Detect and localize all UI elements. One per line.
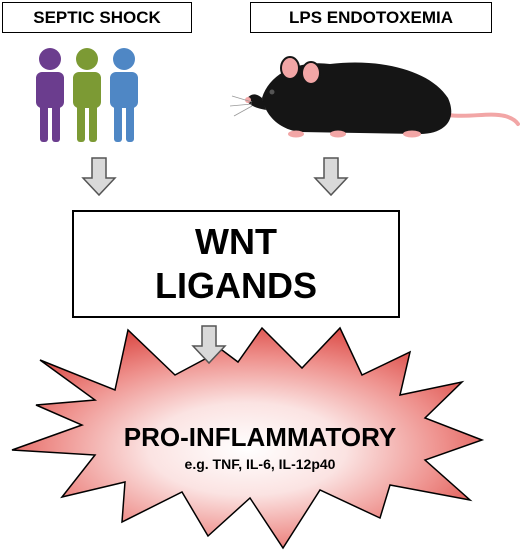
lps-endotoxemia-label: LPS ENDOTOXEMIA [250, 2, 492, 33]
pro-inflammatory-title: PRO-INFLAMMATORY [123, 422, 397, 452]
septic-shock-label: SEPTIC SHOCK [2, 2, 192, 33]
down-arrow-icon [191, 325, 227, 365]
wnt-line: WNT [195, 221, 277, 262]
mouse-icon [229, 56, 520, 138]
people-icon [36, 48, 138, 142]
down-arrow-icon [81, 157, 117, 197]
starburst-shape [11, 326, 485, 550]
ligands-line: LIGANDS [155, 265, 317, 306]
wnt-ligands-box: WNT LIGANDS [72, 210, 400, 318]
down-arrow-icon [313, 157, 349, 197]
cytokine-examples: e.g. TNF, IL-6, IL-12p40 [184, 456, 336, 472]
